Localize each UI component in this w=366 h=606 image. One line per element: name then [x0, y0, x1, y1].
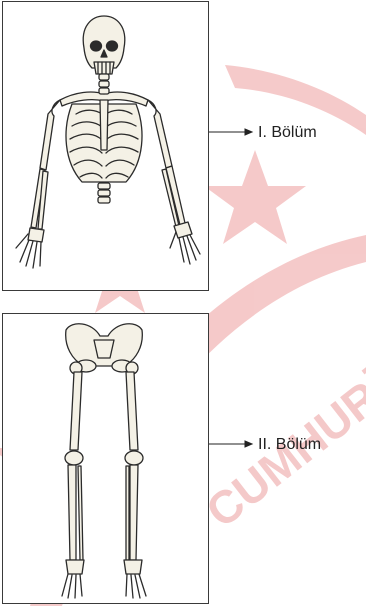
- right-arm: [148, 100, 200, 264]
- upper-skeleton: [16, 16, 200, 268]
- lower-skeleton: [62, 324, 146, 598]
- right-leg: [124, 362, 146, 598]
- arrow-part2: [209, 441, 252, 447]
- label-part2: II. Bölüm: [258, 436, 321, 454]
- ribcage: [66, 100, 142, 182]
- label-part1: I. Bölüm: [258, 124, 317, 142]
- left-arm: [16, 100, 60, 268]
- arrow-part1: [209, 129, 252, 135]
- skull: [83, 16, 125, 74]
- left-leg: [62, 362, 84, 598]
